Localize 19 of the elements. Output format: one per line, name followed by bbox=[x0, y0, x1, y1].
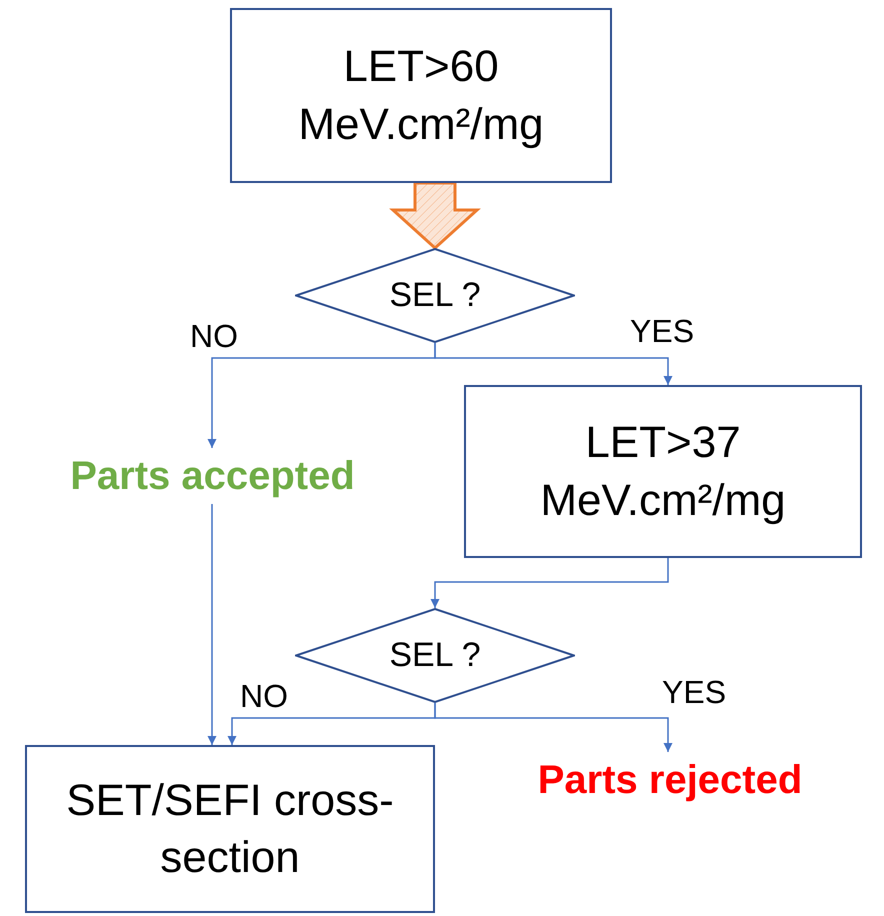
outcome-label: Parts accepted bbox=[70, 454, 355, 498]
process-box bbox=[230, 8, 612, 183]
arrow bbox=[430, 558, 669, 608]
arrow bbox=[434, 703, 672, 752]
edge-label: YES bbox=[662, 676, 726, 708]
arrow bbox=[434, 343, 672, 385]
edge-label: NO bbox=[190, 320, 238, 352]
box-label: LET>60 MeV.cm²/mg bbox=[297, 41, 545, 150]
process-box bbox=[464, 385, 862, 558]
box-label: SET/SEFI cross-section bbox=[65, 774, 395, 884]
arrow bbox=[208, 504, 216, 745]
edge-label: YES bbox=[630, 315, 694, 347]
box-label: LET>37 MeV.cm²/mg bbox=[539, 417, 787, 526]
block-arrow bbox=[389, 182, 481, 250]
process-box bbox=[25, 745, 435, 913]
outcome-label: Parts rejected bbox=[538, 758, 802, 802]
decision-label: SEL ? bbox=[389, 276, 481, 315]
edge-label: NO bbox=[240, 680, 288, 712]
decision-label: SEL ? bbox=[389, 636, 481, 675]
